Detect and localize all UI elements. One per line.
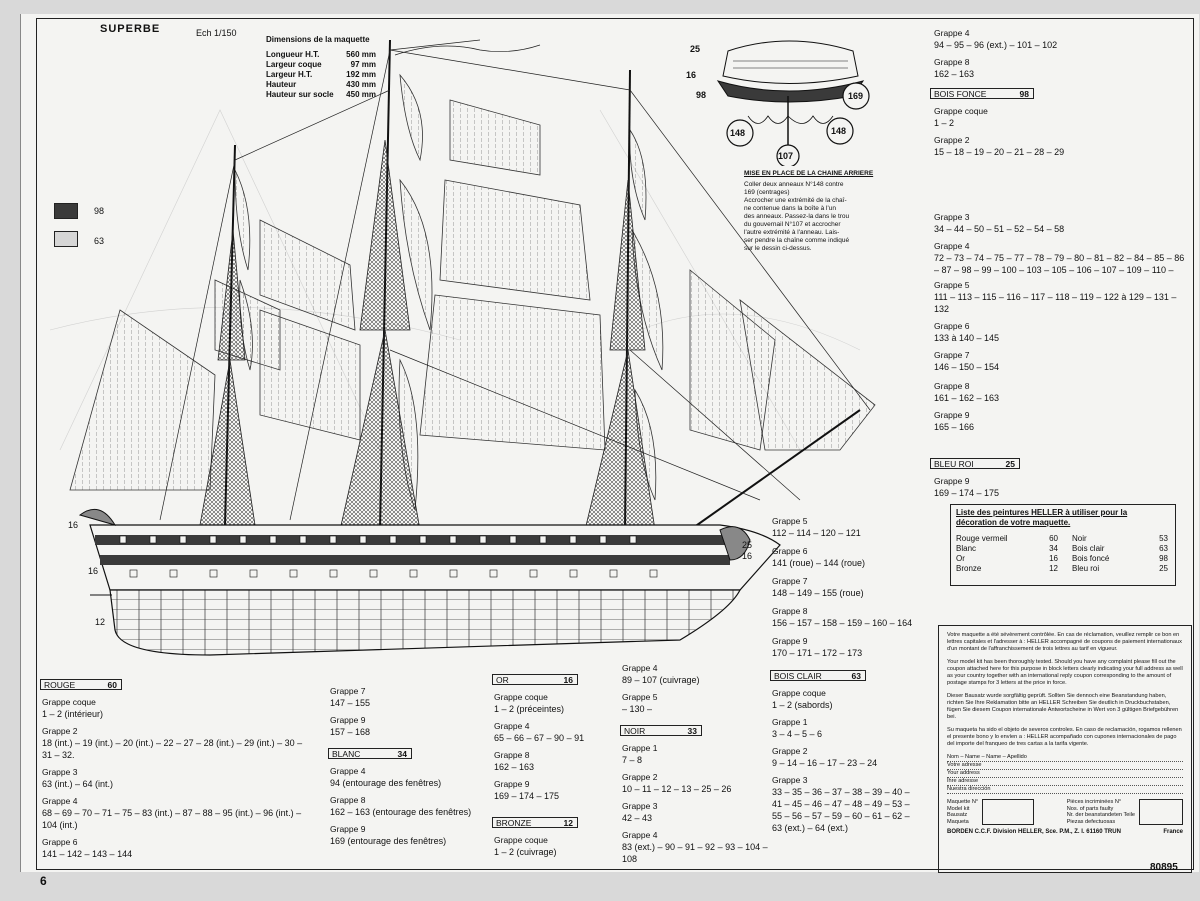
complaint-text-es: Su maqueta ha sido el objeto de severos … [947, 727, 1182, 747]
detail-callout-148: 148 [831, 126, 847, 136]
callout-16: 16 [88, 566, 99, 576]
form-field-name[interactable]: Nom – Name – Name – Apellido [947, 754, 1183, 762]
detail-callout-16: 16 [686, 70, 697, 80]
complaint-text-en: Your model kit has been thoroughly teste… [947, 659, 1183, 686]
complaint-form: Votre maquette a été sévèrement contrôlé… [938, 625, 1192, 873]
scale-label: Ech 1/150 [196, 28, 237, 38]
ship-title: SUPERBE [100, 23, 161, 35]
callout-16: 16 [742, 551, 753, 561]
complaint-text-fr: Votre maquette a été sévèrement contrôlé… [947, 632, 1182, 652]
callout-12: 12 [95, 617, 106, 627]
page-number: 6 [40, 874, 47, 888]
address-fields: Nom – Name – Name – Apellido Votre adres… [947, 754, 1183, 794]
swatch-dark [54, 203, 78, 219]
chain-note-heading: MISE EN PLACE DE LA CHAINE ARRIERE [744, 170, 874, 177]
detail-callout-107: 107 [778, 151, 794, 161]
detail-callout-25: 25 [690, 44, 701, 54]
dimension-row: Longueur H.T.560 mm [266, 50, 376, 59]
complaint-text-de: Dieser Bausatz wurde sorgfältig geprüft.… [947, 693, 1179, 720]
swatch-light-code: 63 [94, 236, 105, 246]
form-field-address-en[interactable]: Your address [947, 770, 1183, 778]
callout-16: 16 [68, 520, 79, 530]
swatch-dark-code: 98 [94, 206, 105, 216]
publisher-footer: BORDEN C.C.F. Division HELLER, Sce. P.M.… [947, 829, 1183, 835]
detail-callout-98: 98 [696, 90, 707, 100]
paint-list-box: Liste des peintures HELLER à utiliser po… [950, 504, 1176, 586]
ship-elevation-drawing [49, 39, 876, 656]
dimensions-heading: Dimensions de la maquette [266, 35, 370, 44]
faulty-parts-field[interactable]: Pièces incriminées N°Nos. of parts fault… [1067, 799, 1183, 825]
detail-callout-169: 169 [848, 91, 864, 101]
reference-number: 80895 [1150, 862, 1178, 873]
form-field-address-de[interactable]: Ihre adresse [947, 778, 1183, 786]
detail-callout-148: 148 [730, 128, 746, 138]
callout-25: 25 [742, 540, 753, 550]
swatch-light [54, 231, 78, 247]
right-column-groups: Grappe 4 94 – 95 – 96 (ext.) – 101 – 102… [934, 28, 1058, 79]
stern-chain-detail [716, 40, 870, 166]
form-field-address-es[interactable]: Nuestra dirección [947, 786, 1183, 794]
form-field-address[interactable]: Votre adresse [947, 762, 1183, 770]
dimension-row: Largeur H.T.192 mm [266, 70, 376, 79]
paint-list-heading: Liste des peintures HELLER à utiliser po… [956, 508, 1128, 527]
page-frame [36, 18, 1194, 870]
